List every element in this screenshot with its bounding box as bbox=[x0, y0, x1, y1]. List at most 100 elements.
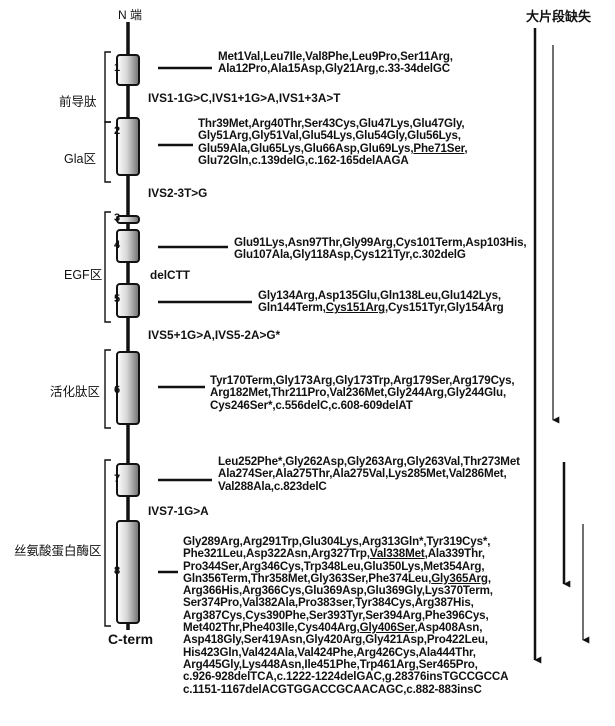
mutation-text: Glu91Lys,Asn97Thr,Gly99Arg,Cys101Term,As… bbox=[234, 236, 527, 249]
mutation-text: Ala12Pro,Ala15Asp,Gly21Arg,c.33-34delGC bbox=[218, 62, 450, 76]
mutation-line: Ser374Pro,Val382Ala,Pro383ser,Tyr384Cys,… bbox=[183, 597, 508, 609]
mutation-text: Gly134Arg,Asp135Glu,Gln138Leu,Glu142Lys, bbox=[258, 289, 501, 302]
mutation-line: Gln144Term,Cys151Arg,Cys151Tyr,Gly154Arg bbox=[258, 302, 504, 314]
n-terminal-label: N 端 bbox=[118, 8, 143, 22]
mutation-line: His423Gln,Val424Ala,Val424Phe,Arg426Cys,… bbox=[183, 645, 508, 659]
region-label-propeptide: 前导肽 bbox=[59, 95, 97, 109]
exon-number-6: 6 bbox=[113, 384, 121, 396]
mutation-line: Arg182Met,Thr211Pro,Val236Met,Gly244Arg,… bbox=[210, 387, 514, 399]
mutation-line: Arg366His,Arg366Cys,Glu369Asp,Glu369Gly,… bbox=[183, 585, 508, 597]
mutation-text: Arg366His,Arg366Cys,Glu369Asp,Glu369Gly,… bbox=[183, 584, 493, 598]
mutation-text: , bbox=[464, 141, 468, 155]
mutation-text: Asp418Gly,Ser419Asn,Gly420Arg,Gly421Asp,… bbox=[183, 633, 488, 647]
mutation-text: ,Asp408Asn, bbox=[414, 621, 483, 635]
mutation-line: Leu252Phe*,Gly262Asp,Gly263Arg,Gly263Val… bbox=[218, 455, 520, 468]
mutation-text: Ala274Ser,Ala275Thr,Ala275Val,Lys285Met,… bbox=[218, 467, 507, 481]
mutation-line: Glu59Ala,Glu65Lys,Glu66Asp,Glu69Lys,Phe7… bbox=[198, 141, 468, 155]
region-label-egf: EGF区 bbox=[64, 268, 103, 282]
bracket-gla bbox=[104, 121, 111, 183]
mutation-underlined: Gly365Arg bbox=[431, 571, 488, 585]
mutation-text: Thr39Met,Arg40Thr,Ser43Cys,Glu47Lys,Glu4… bbox=[198, 117, 465, 130]
mutations-exon7: Leu252Phe*,Gly262Asp,Gly263Arg,Gly263Val… bbox=[218, 455, 520, 493]
mutation-text: Arg445Gly,Lys448Asn,Ile451Phe,Trp461Arg,… bbox=[183, 657, 478, 671]
mutation-line: c.926-928delTCA,c.1222-1224delGAC,g.2837… bbox=[183, 671, 508, 683]
mutation-underlined: Gly406Ser bbox=[359, 621, 415, 635]
mutation-text: Phe321Leu,Asp322Asn,Arg327Trp, bbox=[183, 547, 370, 561]
mutations-exon1: Met1Val,Leu7Ile,Val8Phe,Leu9Pro,Ser11Arg… bbox=[218, 50, 453, 76]
mutation-text: c.1151-1167delACGTGGACCGCAACAGC,c.882-88… bbox=[183, 682, 482, 696]
bracket-protease bbox=[104, 459, 111, 627]
mutation-line: Val288Ala,c.823delC bbox=[218, 479, 520, 493]
mutations-exon4: Glu91Lys,Asn97Thr,Gly99Arg,Cys101Term,As… bbox=[234, 236, 527, 262]
intron-label-ivs7: IVS7-1G>A bbox=[148, 504, 209, 518]
exon-number-4: 4 bbox=[113, 239, 121, 251]
bracket-activation bbox=[104, 349, 111, 429]
mutation-line: Thr39Met,Arg40Thr,Ser43Cys,Glu47Lys,Glu4… bbox=[198, 117, 467, 130]
exon-4 bbox=[116, 229, 140, 263]
mutation-text: His423Gln,Val424Ala,Val424Phe,Arg426Cys,… bbox=[183, 645, 476, 659]
mutation-line: Met1Val,Leu7Ile,Val8Phe,Leu9Pro,Ser11Arg… bbox=[218, 50, 453, 63]
mutation-text: c.926-928delTCA,c.1222-1224delGAC,g.2837… bbox=[183, 670, 509, 684]
region-label-activation: 活化肽区 bbox=[50, 385, 101, 399]
intron-label-ivs4: delCTT bbox=[150, 268, 190, 282]
intron-label-ivs5: IVS5+1G>A,IVS5-2A>G* bbox=[148, 328, 281, 342]
exon-number-3: 3 bbox=[113, 212, 121, 224]
mutation-line: Asp418Gly,Ser419Asn,Gly420Arg,Gly421Asp,… bbox=[183, 634, 508, 646]
exon-number-8: 8 bbox=[113, 565, 121, 577]
exon-1 bbox=[116, 54, 140, 86]
mutation-text: Tyr170Term,Gly173Arg,Gly173Trp,Arg179Ser… bbox=[210, 374, 515, 387]
exon-5 bbox=[116, 283, 140, 318]
mutation-line: c.1151-1167delACGTGGACCGCAACAGC,c.882-88… bbox=[183, 682, 508, 696]
mutation-line: Gly51Arg,Gly51Val,Glu54Lys,Glu54Gly,Glu5… bbox=[198, 130, 467, 142]
exon-6 bbox=[116, 351, 140, 425]
mutation-text: Glu72Gln,c.139delG,c.162-165delAAGA bbox=[198, 153, 409, 167]
mutation-text: Met1Val,Leu7Ile,Val8Phe,Leu9Pro,Ser11Arg… bbox=[218, 50, 453, 63]
mutation-underlined: Val338Met bbox=[369, 547, 425, 561]
mutation-line: Glu91Lys,Asn97Thr,Gly99Arg,Cys101Term,As… bbox=[234, 236, 527, 249]
mutation-line: Met402Thr,Phe403Ile,Cys404Arg,Gly406Ser,… bbox=[183, 621, 508, 635]
mutation-text: Leu252Phe*,Gly262Asp,Gly263Arg,Gly263Val… bbox=[218, 455, 520, 468]
exon-number-2: 2 bbox=[113, 125, 121, 137]
mutation-text: , bbox=[487, 571, 491, 585]
mutation-text: Ser374Pro,Val382Ala,Pro383ser,Tyr384Cys,… bbox=[183, 596, 474, 610]
exon-number-5: 5 bbox=[113, 293, 121, 305]
mutation-line: Ala12Pro,Ala15Asp,Gly21Arg,c.33-34delGC bbox=[218, 63, 453, 75]
exon-number-1: 1 bbox=[113, 62, 121, 74]
mutation-text: Glu59Ala,Glu65Lys,Glu66Asp,Glu69Lys, bbox=[198, 141, 414, 155]
mutation-underlined: Phe71Ser bbox=[413, 141, 465, 155]
mutation-text: Gln356Term,Thr358Met,Gly363Ser,Phe374Leu… bbox=[183, 571, 432, 585]
mutation-text: Arg182Met,Thr211Pro,Val236Met,Gly244Arg,… bbox=[210, 386, 507, 400]
mutation-text: Pro344Ser,Arg346Cys,Trp348Leu,Glu350Lys,… bbox=[183, 559, 485, 573]
exon-3 bbox=[116, 215, 140, 224]
mutation-text: Gly289Arg,Arg291Trp,Glu304Lys,Arg313Gln*… bbox=[183, 535, 491, 548]
exon-number-7: 7 bbox=[113, 473, 121, 485]
mutation-text: Arg387Cys,Cys390Phe,Ser393Tyr,Ser394Arg,… bbox=[183, 608, 489, 622]
mutation-text: Cys246Ser*,c.556delC,c.608-609delAT bbox=[210, 398, 413, 412]
c-terminal-label: C-term bbox=[108, 631, 154, 647]
mutation-line: Pro344Ser,Arg346Cys,Trp348Leu,Glu350Lys,… bbox=[183, 559, 508, 573]
mutation-underlined: Cys151Arg bbox=[325, 301, 385, 315]
mutation-line: Glu107Ala,Gly118Asp,Cys121Tyr,c.302delG bbox=[234, 249, 526, 261]
mutation-text: ,Cys151Tyr,Gly154Arg bbox=[384, 301, 504, 315]
mutations-exon2: Thr39Met,Arg40Thr,Ser43Cys,Glu47Lys,Glu4… bbox=[198, 117, 468, 167]
region-label-gla: Gla区 bbox=[64, 152, 96, 166]
mutation-text: Val288Ala,c.823delC bbox=[218, 479, 327, 493]
mutation-line: Gly289Arg,Arg291Trp,Glu304Lys,Arg313Gln*… bbox=[183, 535, 508, 548]
exon-8 bbox=[116, 520, 140, 624]
mutation-line: Gly134Arg,Asp135Glu,Gln138Leu,Glu142Lys, bbox=[258, 289, 504, 302]
mutation-line: Phe321Leu,Asp322Asn,Arg327Trp,Val338Met,… bbox=[183, 548, 508, 560]
exon-7 bbox=[116, 463, 140, 497]
region-label-protease: 丝氨酸蛋白酶区 bbox=[14, 544, 102, 558]
mutation-line: Tyr170Term,Gly173Arg,Gly173Trp,Arg179Ser… bbox=[210, 374, 515, 387]
large-deletion-label: 大片段缺失 bbox=[526, 9, 592, 24]
mutation-line: Arg387Cys,Cys390Phe,Ser393Tyr,Ser394Arg,… bbox=[183, 608, 508, 622]
mutations-exon8: Gly289Arg,Arg291Trp,Glu304Lys,Arg313Gln*… bbox=[183, 535, 508, 696]
mutations-exon6: Tyr170Term,Gly173Arg,Gly173Trp,Arg179Ser… bbox=[210, 374, 515, 412]
mutation-text: Met402Thr,Phe403Ile,Cys404Arg, bbox=[183, 621, 360, 635]
mutation-text: Glu107Ala,Gly118Asp,Cys121Tyr,c.302delG bbox=[234, 248, 466, 262]
mutation-line: Arg445Gly,Lys448Asn,Ile451Phe,Trp461Arg,… bbox=[183, 657, 508, 671]
exon-2 bbox=[116, 117, 140, 176]
intron-label-ivs1: IVS1-1G>C,IVS1+1G>A,IVS1+3A>T bbox=[148, 91, 341, 105]
bracket-egf bbox=[104, 211, 111, 323]
mutation-text: Gly51Arg,Gly51Val,Glu54Lys,Glu54Gly,Glu5… bbox=[198, 129, 461, 143]
